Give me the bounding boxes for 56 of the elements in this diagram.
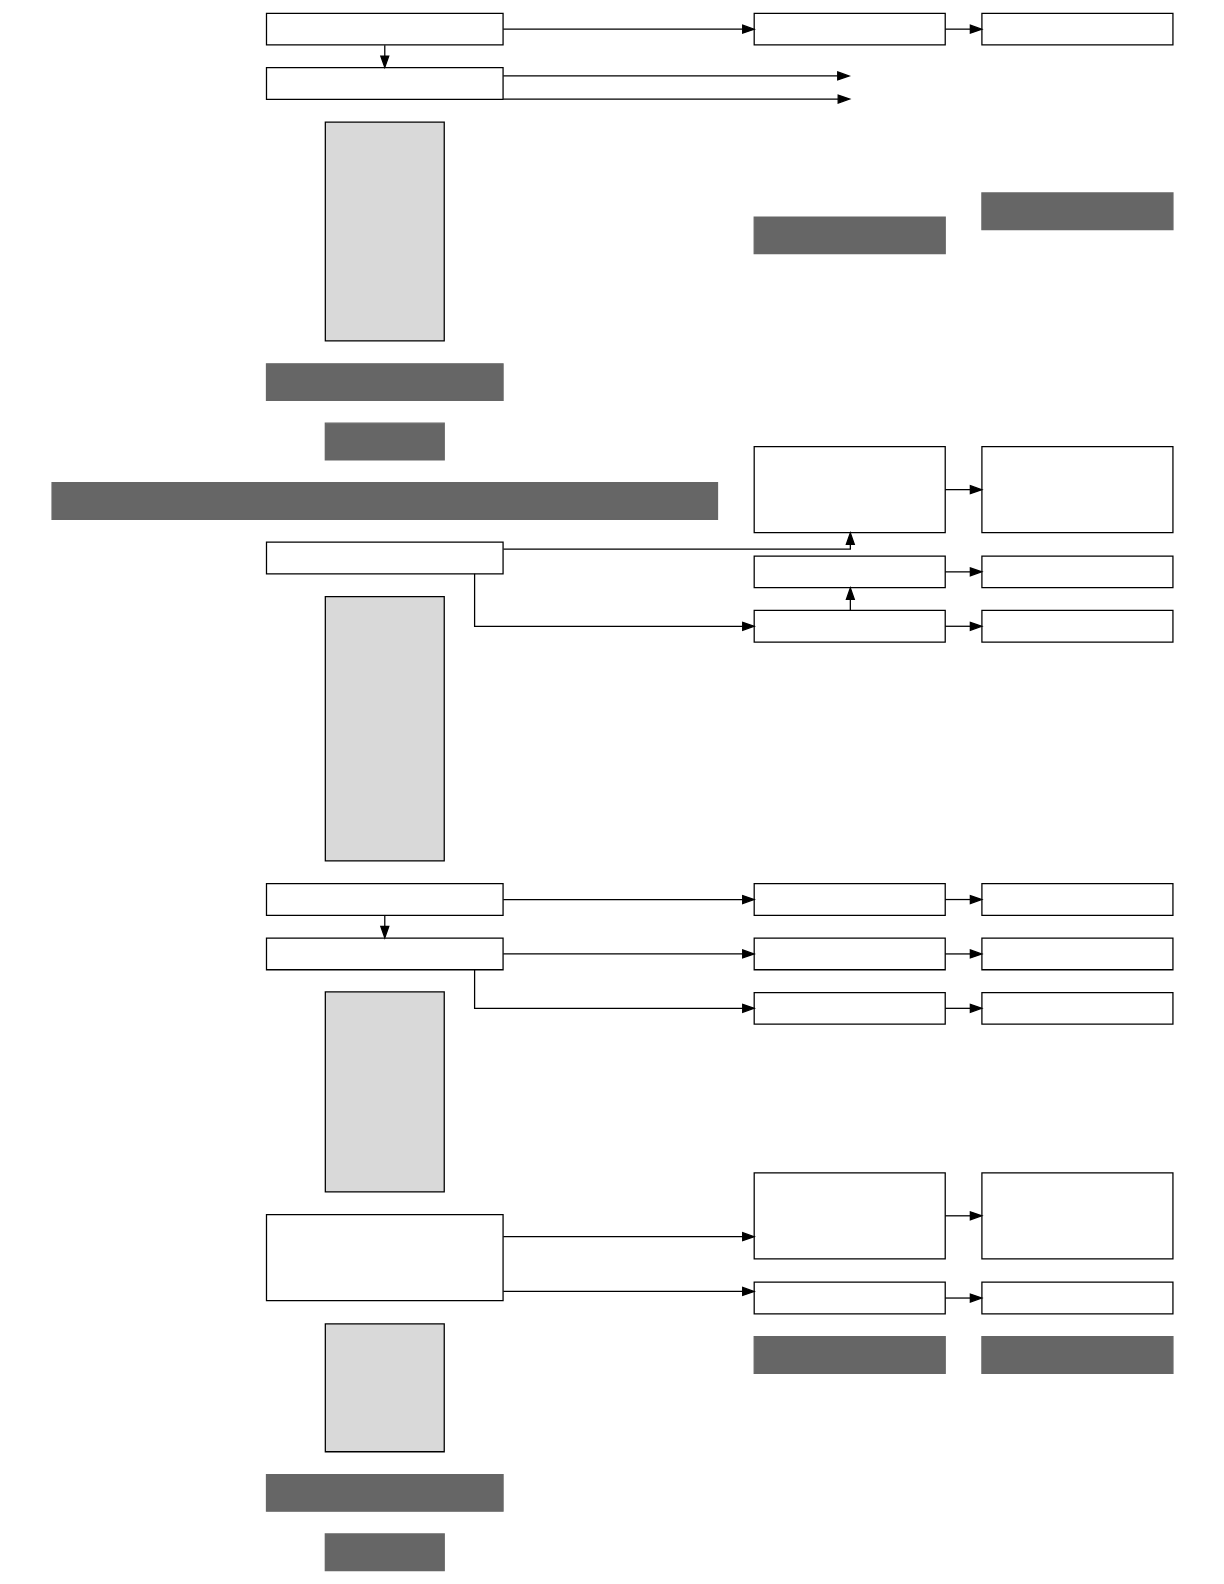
node-box bbox=[980, 12, 1174, 46]
arrow bbox=[473, 969, 756, 1014]
arrow bbox=[502, 1231, 756, 1242]
node-box bbox=[324, 595, 445, 862]
arrow bbox=[944, 894, 984, 905]
arrow bbox=[944, 1003, 984, 1014]
node-box bbox=[753, 609, 946, 643]
arrow bbox=[502, 1286, 756, 1297]
node-box bbox=[753, 12, 946, 46]
node-bar bbox=[265, 1473, 504, 1512]
arrow bbox=[502, 94, 851, 104]
node-box bbox=[980, 1172, 1174, 1260]
node-box bbox=[753, 883, 946, 916]
node-box bbox=[265, 1213, 504, 1302]
arrow bbox=[502, 949, 756, 959]
node-bar bbox=[324, 422, 445, 461]
arrow bbox=[473, 573, 756, 632]
node-box bbox=[753, 446, 946, 534]
arrow bbox=[944, 621, 984, 632]
arrow bbox=[944, 949, 984, 959]
node-box bbox=[265, 12, 504, 46]
arrow bbox=[502, 530, 855, 550]
node-bar bbox=[980, 192, 1174, 231]
node-box bbox=[980, 609, 1174, 643]
arrow bbox=[502, 24, 756, 35]
node-box bbox=[324, 121, 445, 342]
node-box bbox=[980, 991, 1174, 1025]
node-box bbox=[324, 991, 445, 1193]
node-box bbox=[980, 937, 1174, 971]
arrow bbox=[944, 24, 984, 35]
node-box bbox=[265, 541, 504, 575]
node-bar bbox=[980, 1336, 1174, 1374]
node-box bbox=[980, 446, 1174, 534]
node-bar bbox=[324, 1533, 445, 1572]
arrow bbox=[944, 1293, 984, 1303]
arrow bbox=[502, 894, 756, 905]
node-box bbox=[753, 937, 946, 971]
node-box bbox=[265, 67, 504, 100]
node-bar bbox=[265, 363, 504, 402]
arrow bbox=[944, 1210, 984, 1221]
node-box bbox=[265, 883, 504, 916]
node-box bbox=[324, 1323, 445, 1453]
arrow bbox=[502, 71, 851, 81]
node-box bbox=[980, 1281, 1174, 1315]
node-bar bbox=[753, 1336, 946, 1374]
node-box bbox=[980, 555, 1174, 589]
arrow bbox=[944, 567, 984, 577]
arrow bbox=[944, 484, 984, 495]
node-box bbox=[265, 937, 504, 971]
node-box bbox=[980, 883, 1174, 916]
node-box bbox=[753, 1281, 946, 1315]
node-box bbox=[753, 991, 946, 1025]
node-box bbox=[753, 555, 946, 589]
node-bar bbox=[50, 482, 718, 520]
node-bar bbox=[753, 216, 946, 255]
node-box bbox=[753, 1172, 946, 1260]
